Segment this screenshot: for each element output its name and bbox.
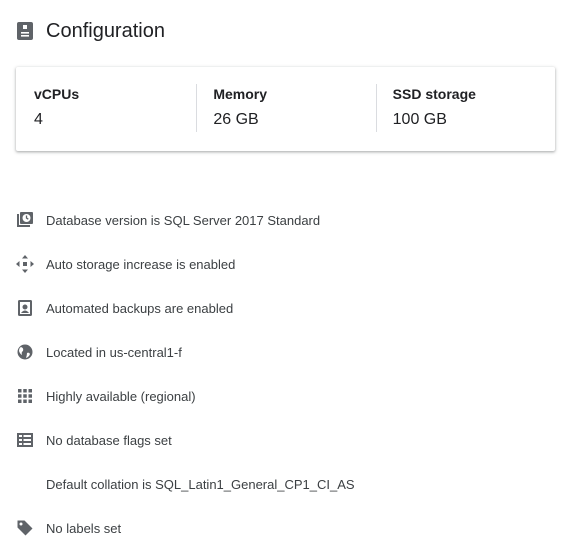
list-item: No database flags set bbox=[16, 418, 556, 462]
stat-value: 26 GB bbox=[213, 111, 259, 128]
list-item: Automated backups are enabled bbox=[16, 286, 556, 330]
machine-config-card: vCPUs 4 Memory 26 GB SSD storage 100 GB bbox=[16, 67, 555, 151]
list-item-text: Located in us-central1-f bbox=[46, 344, 182, 360]
config-details-list: Database version is SQL Server 2017 Stan… bbox=[16, 198, 556, 550]
list-item: Located in us-central1-f bbox=[16, 330, 556, 374]
list-item: Database version is SQL Server 2017 Stan… bbox=[16, 198, 556, 242]
stat-label: SSD storage bbox=[392, 86, 476, 102]
list-item: Auto storage increase is enabled bbox=[16, 242, 556, 286]
page-title: Configuration bbox=[46, 19, 165, 42]
list-item-text: Database version is SQL Server 2017 Stan… bbox=[46, 212, 321, 228]
list-item-text: Default collation is SQL_Latin1_General_… bbox=[46, 476, 355, 492]
list-item: Highly available (regional) bbox=[16, 374, 556, 418]
list-item: Default collation is SQL_Latin1_General_… bbox=[16, 462, 556, 506]
list-item-text: No labels set bbox=[46, 520, 122, 536]
backup-icon bbox=[16, 299, 34, 317]
instance-icon bbox=[17, 22, 33, 40]
list-icon bbox=[16, 431, 34, 449]
stat-memory: Memory 26 GB bbox=[196, 84, 375, 151]
grid-icon bbox=[16, 387, 34, 405]
database-version-icon bbox=[16, 211, 34, 229]
stat-value: 4 bbox=[34, 111, 43, 128]
stat-vcpus: vCPUs 4 bbox=[16, 84, 196, 151]
tag-icon bbox=[16, 519, 34, 537]
stat-ssd-storage: SSD storage 100 GB bbox=[375, 84, 555, 151]
storage-increase-icon bbox=[16, 255, 34, 273]
list-item-text: Automated backups are enabled bbox=[46, 300, 234, 316]
blank-icon-slot bbox=[16, 475, 34, 493]
stat-label: vCPUs bbox=[34, 86, 80, 102]
list-item: No labels set bbox=[16, 506, 556, 550]
stat-label: Memory bbox=[213, 86, 268, 102]
stat-value: 100 GB bbox=[392, 111, 447, 128]
section-header: Configuration bbox=[16, 18, 165, 44]
list-item-text: Highly available (regional) bbox=[46, 388, 196, 404]
list-item-text: No database flags set bbox=[46, 432, 172, 448]
list-item-text: Auto storage increase is enabled bbox=[46, 256, 236, 272]
globe-icon bbox=[16, 343, 34, 361]
